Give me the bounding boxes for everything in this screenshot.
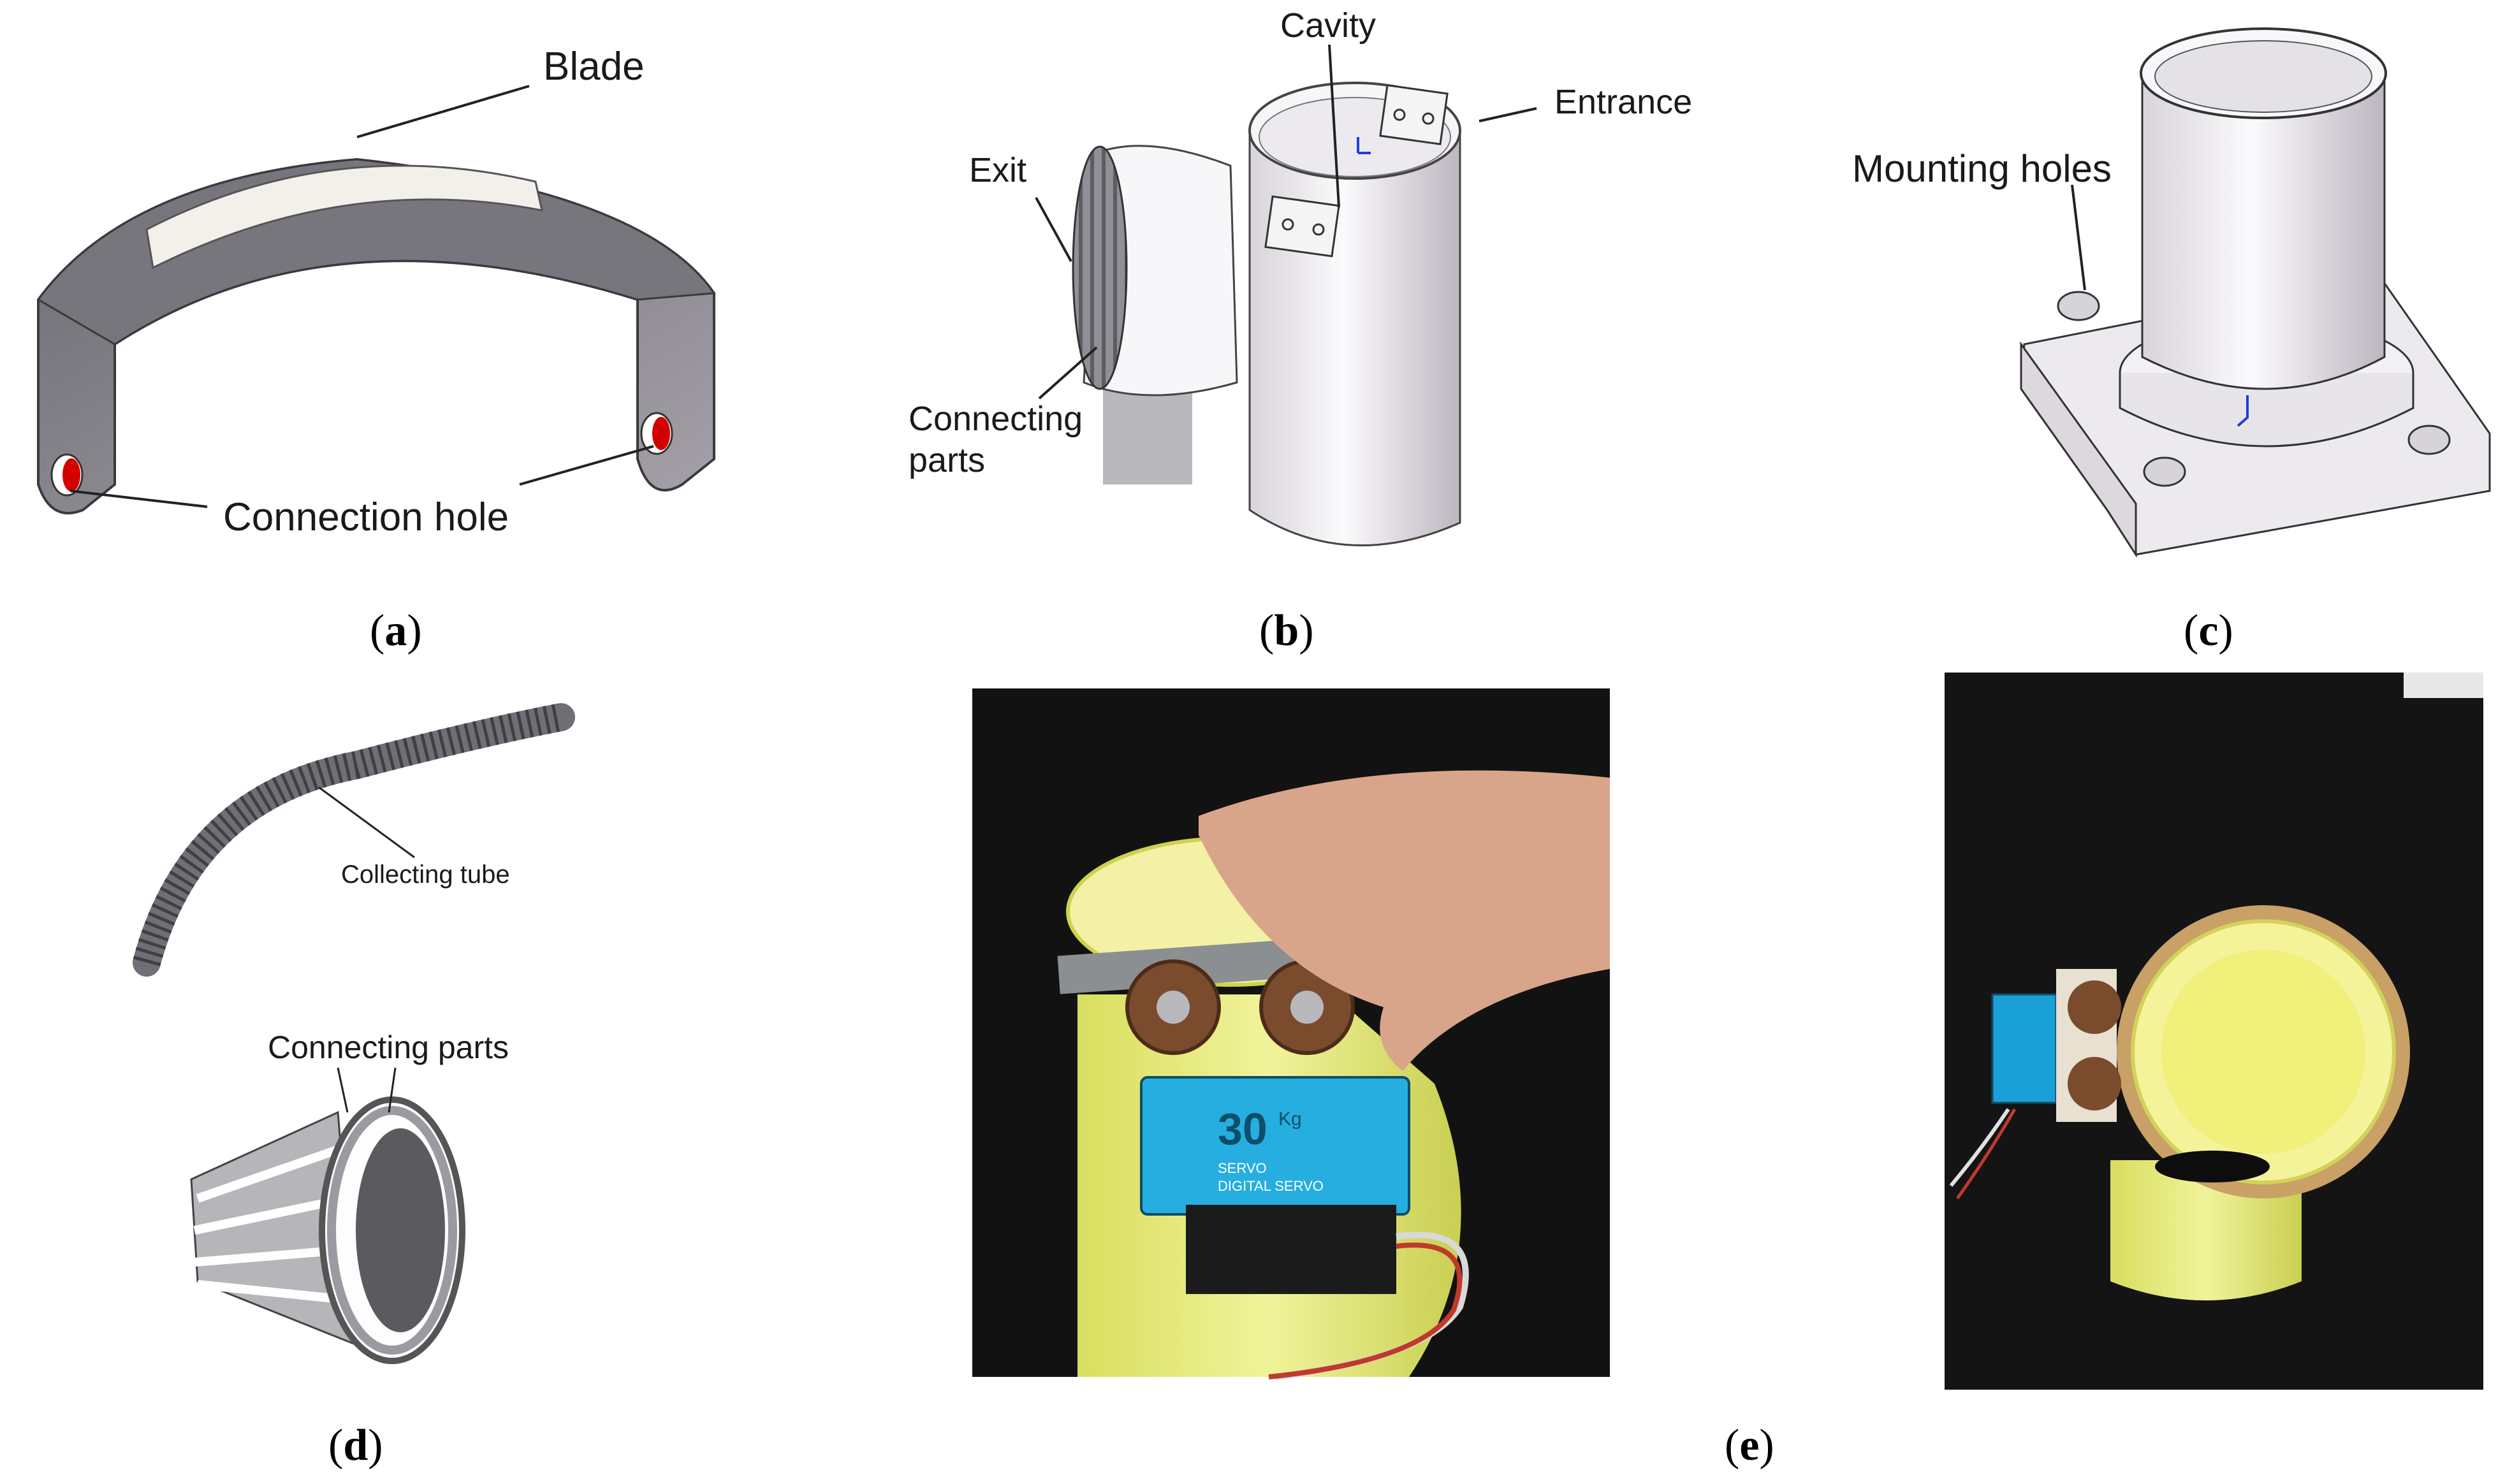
connecting-label-line2: parts [909,441,985,479]
panel-d: Collecting tube Connecting parts (d) [133,703,575,1470]
mounting-hole-1 [2057,291,2100,321]
connecting-label-line1: Connecting [909,400,1083,438]
photo-prototype-top-view [1945,673,2483,1390]
connecting-parts-label: Connecting parts [268,1029,509,1065]
exit-ribbed-ring [1072,145,1128,390]
connection-hole-label: Connection hole [223,495,509,539]
caption-b: (b) [1259,606,1314,655]
caption-a: (a) [370,606,422,655]
mounting-hole-2 [2143,456,2186,487]
servo-value: 30 [1218,1104,1267,1154]
flange-tube-illustration [2020,27,2491,558]
exit-label: Exit [969,151,1026,189]
photo-prototype-hand: 30 Kg SERVO DIGITAL SERVO [972,688,1610,1380]
servo-unit: Kg [1278,1109,1302,1130]
panel-c: Mounting holes (c) [1852,27,2491,655]
panel-e: 30 Kg SERVO DIGITAL SERVO (e) [972,673,2483,1470]
collecting-tube-label: Collecting tube [341,861,510,889]
cavity-label: Cavity [1280,6,1376,45]
caption-c: (c) [2184,606,2233,655]
panel-a: Blade Connection hole (a) [36,45,716,655]
entrance-label: Entrance [1554,83,1692,121]
servo-brand-line2: DIGITAL SERVO [1218,1178,1324,1194]
mounting-holes-label: Mounting holes [1852,147,2112,190]
tee-tube-illustration [1072,82,1461,547]
blade-label: Blade [543,45,645,89]
hand [1199,770,1610,1071]
blade-illustration [36,157,716,514]
panel-b: Cavity Entrance Exit Connecting parts (b… [909,6,1692,655]
collecting-tube-illustration [133,703,575,977]
connecting-parts-illustration [190,1096,465,1364]
mounting-hole-3 [2407,425,2451,455]
servo-brand-line1: SERVO [1218,1160,1267,1176]
caption-d: (d) [328,1421,383,1470]
caption-e: (e) [1725,1421,1774,1470]
